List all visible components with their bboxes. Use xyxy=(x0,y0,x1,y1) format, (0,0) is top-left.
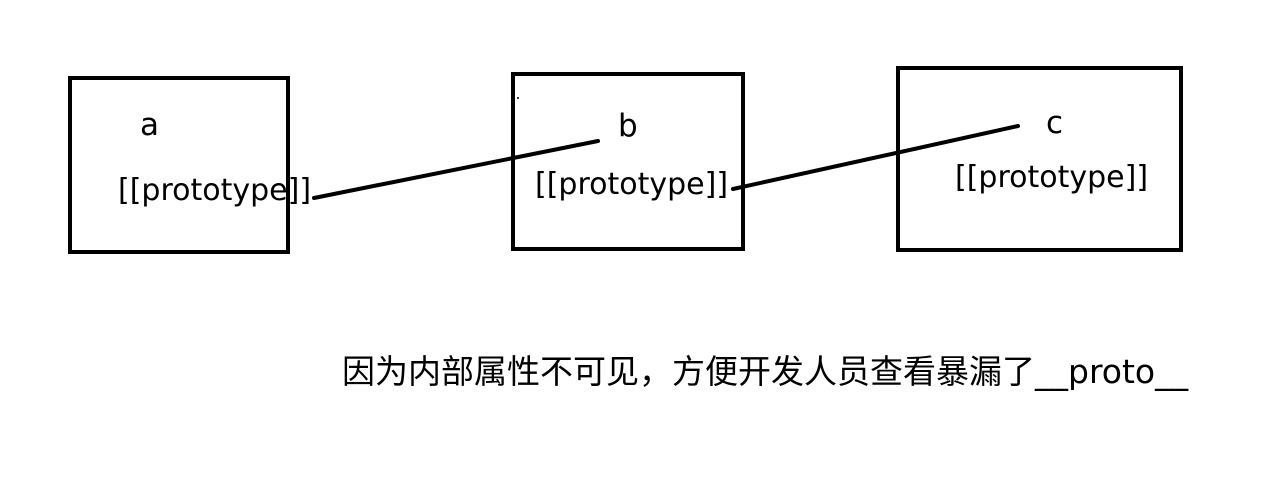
object-a-label: a xyxy=(140,107,159,143)
object-b-prototype-slot: [[prototype]] xyxy=(535,167,729,202)
object-c-prototype-slot: [[prototype]] xyxy=(955,160,1149,195)
object-a-box xyxy=(68,76,290,254)
object-b-box xyxy=(511,72,745,251)
object-c-label: c xyxy=(1046,105,1064,141)
object-b-label: b xyxy=(618,108,638,144)
object-c-box xyxy=(896,66,1183,252)
caption-text: 因为内部属性不可见，方便开发人员查看暴漏了__proto__ xyxy=(342,352,1189,391)
object-a-prototype-slot: [[prototype]] xyxy=(118,173,312,208)
